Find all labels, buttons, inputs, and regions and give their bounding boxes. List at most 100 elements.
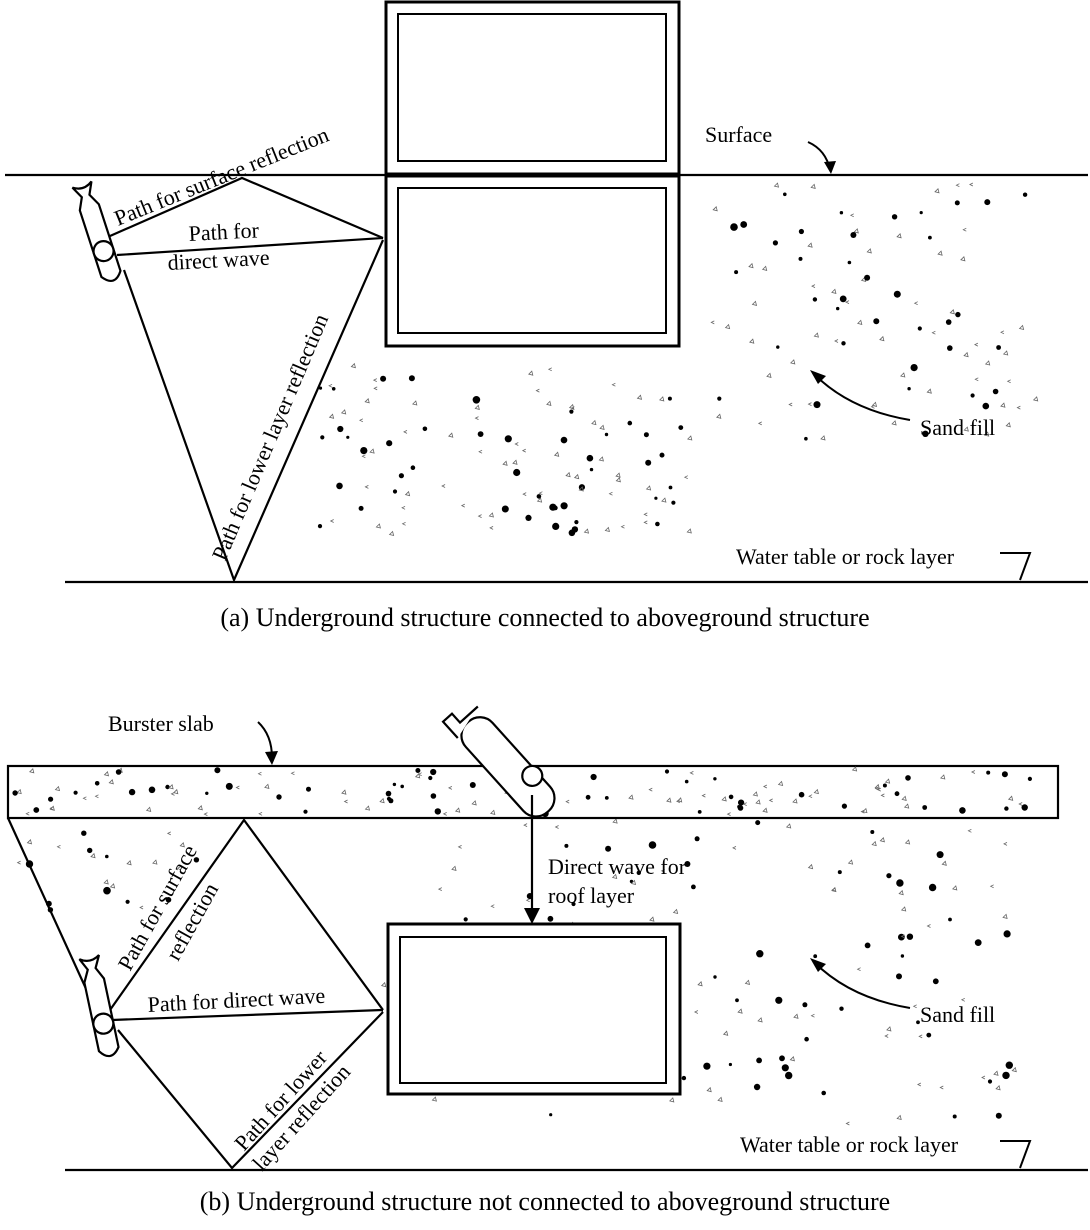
sand-grain <box>756 1057 762 1064</box>
water-table-hook <box>1000 552 1032 581</box>
sand-grain <box>1005 422 1011 428</box>
sand-grain <box>936 851 944 859</box>
sand-grain <box>785 1071 793 1080</box>
sand-grain <box>937 250 943 256</box>
sand-grain <box>866 248 872 254</box>
roof-direct-wave-label-line2: roof layer <box>548 883 635 908</box>
sand-grain <box>81 830 87 836</box>
sand-grain <box>33 807 40 813</box>
sand-grain <box>802 1002 808 1008</box>
sand-grain <box>388 530 395 537</box>
sand-grain <box>379 797 385 804</box>
sand-grain <box>853 228 859 234</box>
sand-grain <box>762 807 768 813</box>
bomb-icon <box>78 954 120 1058</box>
sand-grain <box>768 798 773 803</box>
sand-grain <box>807 242 813 248</box>
sand-grain <box>560 502 568 510</box>
sand-grain <box>807 402 812 406</box>
sand-grain <box>928 235 932 240</box>
sand-grain <box>834 339 839 343</box>
sand-grain <box>906 933 914 940</box>
sand-grain <box>560 436 568 444</box>
sand-grain <box>974 939 982 946</box>
sand-grain <box>109 883 116 889</box>
sand-grain <box>388 798 394 804</box>
sand-grain <box>535 388 540 393</box>
sand-grain <box>628 794 634 800</box>
sand-grain <box>103 886 111 895</box>
sand-grain <box>668 485 673 490</box>
sand-grain <box>813 401 821 409</box>
sand-grain <box>148 786 156 794</box>
sand-grain <box>469 782 476 788</box>
sand-grain <box>738 799 745 806</box>
sand-grain <box>763 784 768 789</box>
sand-grain <box>1032 396 1039 402</box>
sand-grain <box>807 863 814 870</box>
sand-grain <box>329 519 334 523</box>
sand-grain <box>989 884 994 889</box>
sand-fill-texture <box>317 362 693 537</box>
sand-grain <box>364 485 369 489</box>
sand-grain <box>630 879 637 886</box>
sand-grain <box>753 1083 761 1091</box>
sand-grain <box>995 1112 1002 1119</box>
sand-grain <box>952 1114 957 1119</box>
sand-grain <box>900 372 906 378</box>
sand-grain <box>636 870 641 875</box>
sand-grain <box>798 228 805 235</box>
sand-grain <box>917 1082 922 1087</box>
sand-grain <box>460 503 465 508</box>
sand-grain <box>894 791 900 797</box>
sand-grain <box>717 1096 723 1102</box>
sand-grain <box>959 807 966 814</box>
sand-grain <box>1016 405 1021 410</box>
sand-grain <box>664 769 670 774</box>
sand-grain <box>931 330 936 335</box>
sand-grain <box>214 767 221 774</box>
sand-grain <box>49 805 55 811</box>
sand-grain <box>756 950 764 958</box>
sand-grain <box>536 497 543 503</box>
sand-grain <box>941 860 947 866</box>
sand-grain <box>734 270 739 275</box>
sand-grain <box>611 873 618 880</box>
sand-grain <box>546 400 552 406</box>
sand-grain <box>783 192 787 197</box>
sand-grain <box>415 768 421 773</box>
sand-grain <box>792 798 798 804</box>
roof-direct-wave-arrowhead <box>524 908 540 924</box>
sand-grain <box>839 211 844 215</box>
sand-grain <box>434 808 441 815</box>
sand-grain <box>856 967 861 972</box>
sand-fill-arrow <box>813 961 911 1009</box>
sand-grain <box>810 1013 815 1018</box>
sand-grain <box>821 1090 826 1096</box>
sand-grain <box>691 884 696 890</box>
sand-grain <box>903 803 910 809</box>
sand-grain <box>578 486 584 492</box>
sand-grain <box>477 431 484 437</box>
sand-grain <box>1003 842 1008 846</box>
sand-grain <box>757 421 762 426</box>
sand-grain <box>684 779 689 784</box>
sand-grain <box>659 396 665 402</box>
sand-grain <box>882 783 887 788</box>
sand-grain <box>649 916 655 922</box>
sand-grain <box>940 774 946 780</box>
sand-grain <box>611 382 616 387</box>
sand-grain <box>29 768 35 774</box>
sand-grain <box>115 769 122 775</box>
panel-a: Path for surface reflection Path for dir… <box>5 0 1088 632</box>
sand-grain <box>811 284 816 288</box>
sand-grain <box>598 456 604 462</box>
sand-grain <box>564 843 569 848</box>
sand-grain <box>627 420 633 426</box>
sand-grain <box>257 771 262 776</box>
caption-a: (a) Underground structure connected to a… <box>220 603 869 632</box>
sand-grain <box>813 332 819 338</box>
sand-grain <box>126 860 132 866</box>
sand-grain <box>884 778 891 784</box>
